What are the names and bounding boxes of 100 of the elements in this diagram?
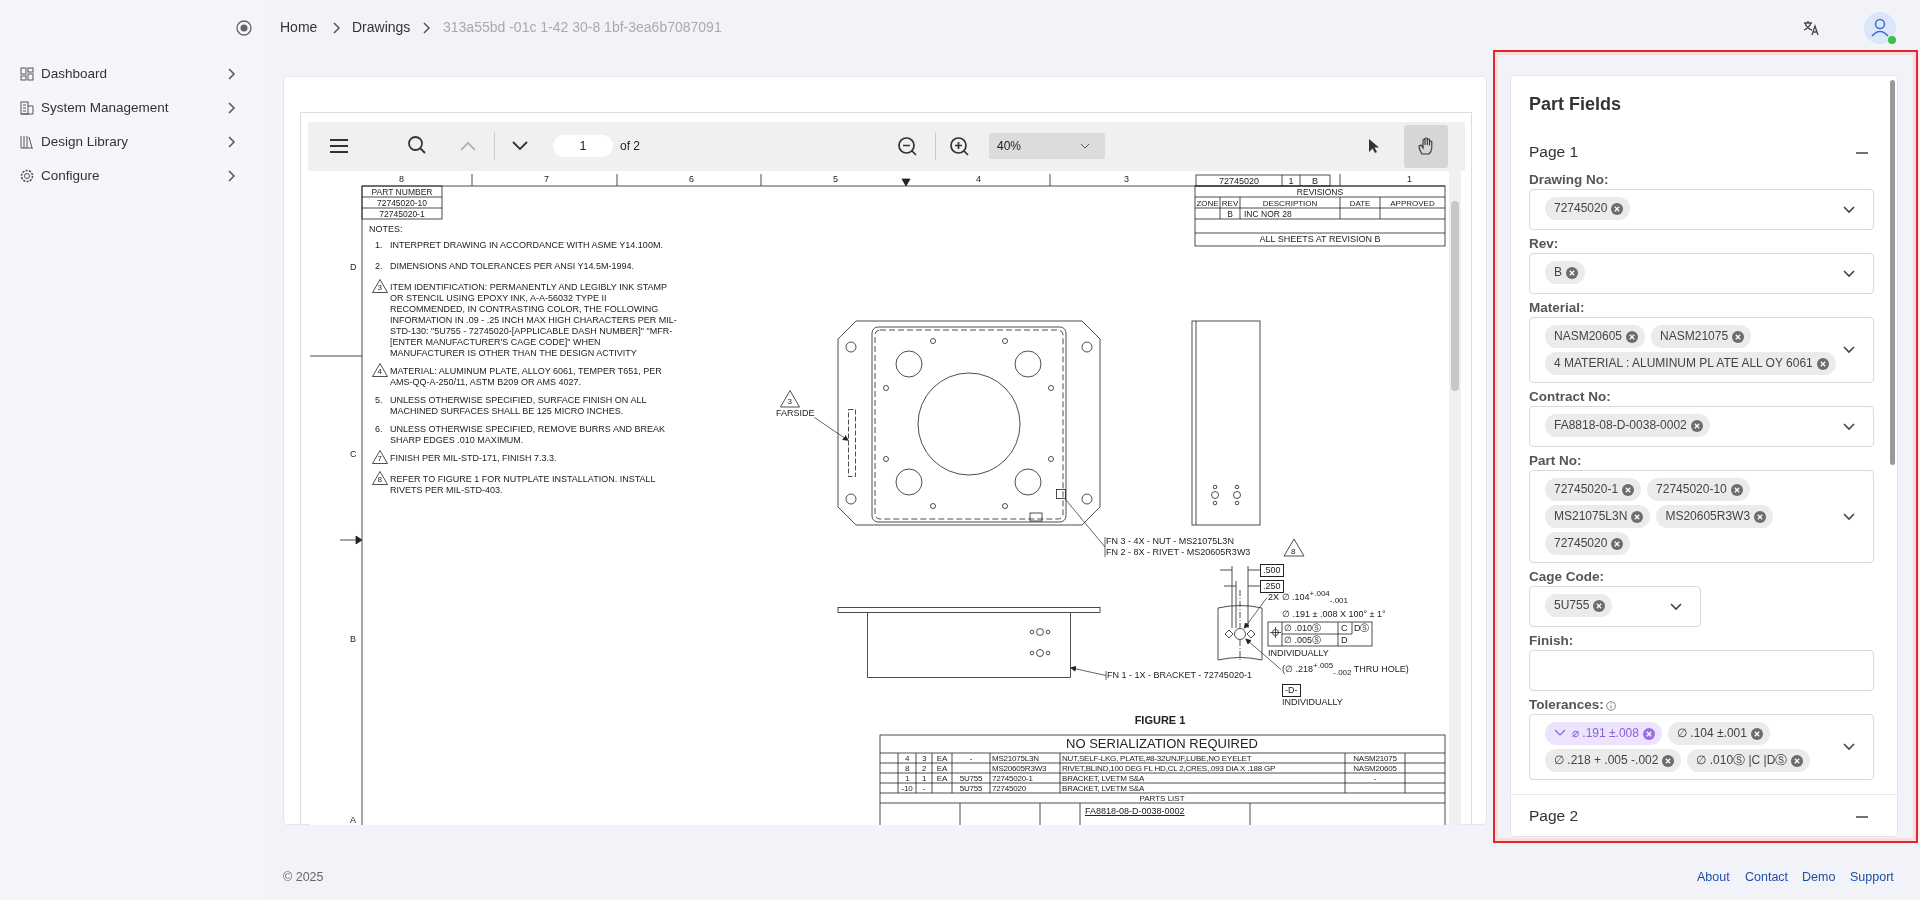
note-text: INDIVIDUALLY [1268, 648, 1329, 659]
tag-chip: ∅ .010Ⓢ |C |DⓈ [1687, 749, 1811, 772]
table-cell: 72745020-1 [379, 208, 425, 220]
table-header-cell: ZONE [1196, 197, 1219, 209]
zone-number: 8 [399, 174, 404, 185]
flag-number: 7 [377, 453, 382, 464]
tag-chip: 72745020-1 [1545, 478, 1642, 501]
title-block-cell: 1 [1288, 175, 1294, 187]
note-text: INDIVIDUALLY [1282, 697, 1343, 708]
table-heading: PARTS LIST [1139, 793, 1185, 803]
table-cell: 4 [904, 753, 910, 763]
tolerance-text: ∅ .005Ⓢ [1284, 635, 1322, 646]
table-cell: EA [936, 763, 948, 773]
tag-chip: MS20605R3W3 [1656, 505, 1774, 528]
breadcrumb-current: 313a55bd -01c 1-42 30-8 1bf-3ea6b7087091 [443, 19, 722, 35]
table-cell: INC NOR 28 [1244, 208, 1292, 220]
table-cell: - [922, 783, 926, 793]
section-heading: Page 1 [1529, 143, 1579, 160]
zone-letter: B [350, 634, 356, 645]
zone-letter: D [350, 262, 357, 273]
dimension-text: ∅ .191 ± .008 X 100° ± 1° [1282, 609, 1386, 620]
table-cell: NASM20605 [1353, 763, 1397, 773]
footer-link: Contact [1745, 870, 1789, 884]
note-text: REFER TO FIGURE 1 FOR NUTPLATE INSTALLATION. INSTALL RIVETS PER MIL-STD-403. [390, 474, 657, 496]
footer-link: About [1697, 870, 1730, 884]
slot-drawing [848, 409, 856, 477]
section-heading: Page 2 [1529, 807, 1579, 824]
note-number: 5. [375, 395, 383, 406]
table-cell: 1 [904, 773, 910, 783]
field-label: Finish: [1529, 632, 1574, 648]
table-cell: 72745020-10 [376, 197, 428, 209]
note-number: 6. [375, 424, 383, 435]
dimension-value: .250 [1260, 580, 1284, 593]
hole-symbol [1234, 628, 1246, 640]
menu-item: System Management [41, 100, 169, 115]
tag-chip: B [1545, 261, 1585, 284]
note-text: FINISH PER MIL-STD-171, FINISH 7.3.3. [390, 453, 558, 464]
note-text: DIMENSIONS AND TOLERANCES PER ANSI Y14.5M-1994. [390, 261, 636, 272]
field-label: Drawing No: [1529, 171, 1609, 187]
table-cell: 5U755 [959, 783, 983, 793]
table-cell: MS21075L3N [992, 753, 1039, 763]
note-text: MATERIAL: ALUMINUM PLATE, ALLOY 6061, TEMPER T651, PER AMS-QQ-A-250/11, ASTM B209 OR AMS 4027. [390, 366, 663, 388]
field-label: Part No: [1529, 452, 1582, 468]
tag-chip: MS21075L3N [1545, 505, 1651, 528]
table-cell: RIVET,BLIND,100 DEG FL HD,CL 2,CRES,.093 DIA X .188 GP [1062, 763, 1276, 773]
tag-chip: FA8818-08-D-0038-0002 [1545, 414, 1710, 437]
table-cell: 8 [904, 763, 910, 773]
footer-link: Support [1850, 870, 1894, 884]
zone-letter: C [350, 449, 357, 460]
field-label: Contract No: [1529, 388, 1611, 404]
field-label: Tolerances: [1529, 696, 1604, 712]
note-text: INTERPRET DRAWING IN ACCORDANCE WITH ASME Y14.100M. [390, 240, 664, 251]
table-cell: 2 [921, 763, 927, 773]
table-cell: 5U755 [959, 773, 983, 783]
table-cell: PART NUMBER [371, 186, 433, 198]
tag-chip: 72745020-10 [1647, 478, 1750, 501]
table-cell: EA [936, 773, 948, 783]
zone-letter: A [350, 815, 356, 825]
page-count: of 2 [620, 139, 640, 153]
breadcrumb-link: Home [280, 19, 318, 35]
field-label: Cage Code: [1529, 568, 1604, 584]
callout-text: FN 3 - 4X - NUT - MS21075L3N [1106, 536, 1235, 547]
note-text: ITEM IDENTIFICATION: PERMANENTLY AND LEGIBLY INK STAMP OR STENCIL USING EPOXY INK, A-A-56032 TYPE II RECOMMENDED, IN CONTRASTING COLOR, THE FOLLOWING INFORMATION IN .09 - .25 INCH MAX HIGH CHARACTERS PER MIL-STD-130: "5U755 - 72745020-[APPLICABLE DASH NUMBER]" "MFR-[ENTER MANUFACTURER'S CAGE CODE]" WHEN MANUFACTURER IS OTHER THAN THE DESIGN ACTIVITY [390, 282, 677, 359]
note-number: 2. [375, 261, 383, 272]
zone-number: 5 [833, 174, 838, 185]
table-cell: EA [936, 753, 948, 763]
page-number-field: 1 [553, 135, 613, 157]
menu-item: Configure [41, 168, 100, 183]
table-cell: ALL SHEETS AT REVISION B [1259, 234, 1381, 245]
flag-number: 4 [377, 366, 382, 377]
callout-text: (∅ .218$^{+.005}$$_{-.002}$ THRU HOLE) [1282, 664, 1409, 675]
notes-heading: NOTES: [369, 224, 403, 235]
title-block-cell: B [1312, 175, 1318, 187]
tag-chip: 72745020 [1545, 532, 1631, 555]
datum-reference: DⓈ [1354, 623, 1370, 634]
table-cell: -10 [901, 783, 913, 793]
table-cell: - [969, 753, 973, 763]
field-label: Material: [1529, 299, 1585, 315]
menu-item: Dashboard [41, 66, 108, 81]
table-cell: BRACKET, LVETM S&A [1062, 783, 1145, 793]
table-heading: NO SERIALIZATION REQUIRED [1066, 736, 1258, 752]
table-cell: BRACKET, LVETM S&A [1062, 773, 1145, 783]
table-cell: MS20605R3W3 [992, 763, 1047, 773]
figure-caption: FIGURE 1 [1134, 714, 1186, 727]
datum-reference: C [1341, 623, 1348, 634]
callout-text: FN 1 - 1X - BRACKET - 72745020-1 [1107, 670, 1252, 681]
zone-number: 1 [1407, 174, 1412, 185]
table-cell: - [1373, 773, 1377, 783]
datum-label: -D- [1282, 684, 1301, 697]
copyright-text: © 2025 [283, 870, 324, 884]
tag-chip: ⌀ .191 ±.008 [1545, 722, 1662, 745]
zoom-select: 40% [989, 133, 1105, 159]
flag-number: 8 [1291, 546, 1296, 557]
flag-number: 3 [787, 396, 793, 407]
field-label: Rev: [1529, 235, 1559, 251]
tag-chip: 5U755 [1545, 594, 1613, 617]
table-cell: FA8818-08-D-0038-0002 [1085, 806, 1185, 817]
datum-reference: D [1341, 635, 1348, 646]
menu-item: Design Library [41, 134, 129, 149]
table-cell: NASM21075 [1353, 753, 1397, 763]
